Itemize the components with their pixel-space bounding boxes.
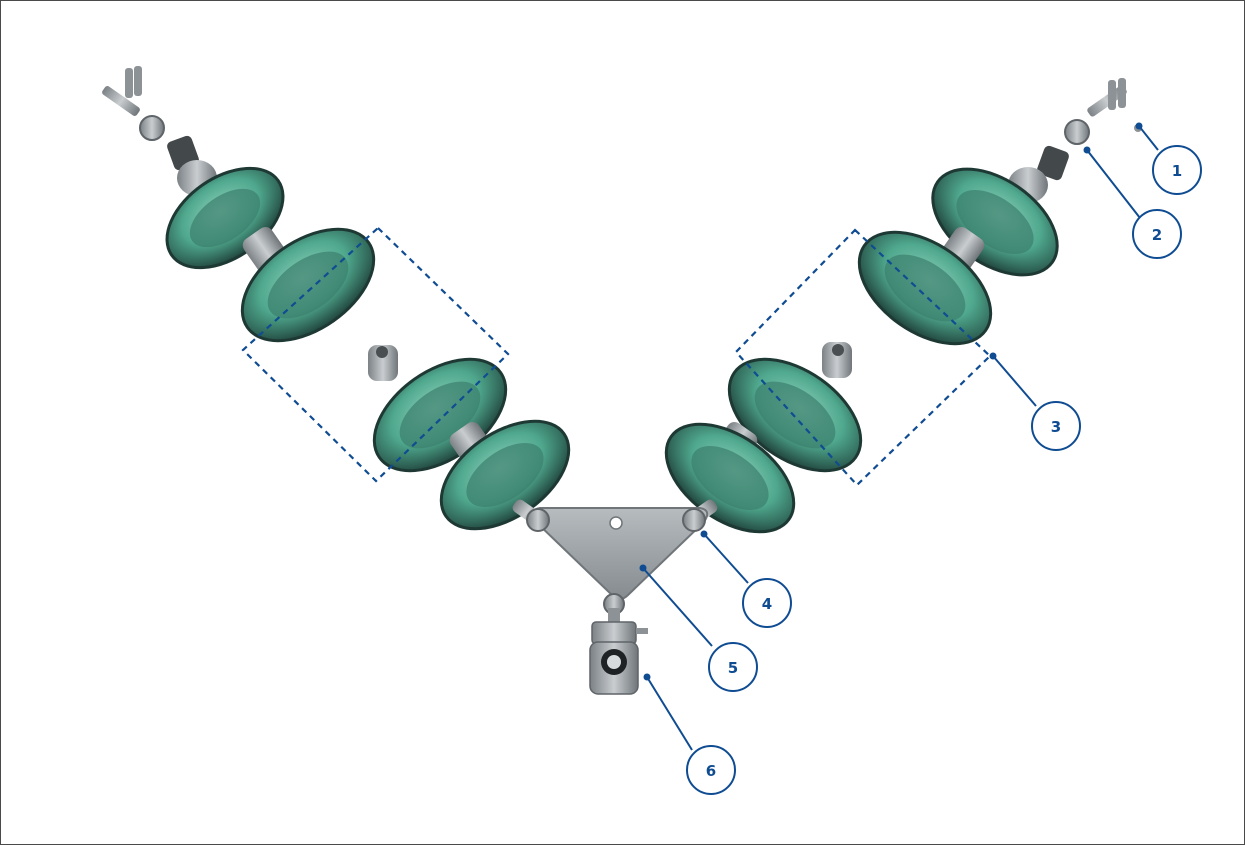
left-insulator-string [102,66,571,531]
dashed-highlight-right [734,228,992,487]
right-top-clevis [1037,78,1142,181]
callout-1-label: 1 [1172,162,1182,180]
yoke-plate [526,507,709,600]
callout-3-label: 3 [1051,418,1061,436]
left-disc-2 [240,227,376,343]
callout-4: 4 [742,578,792,628]
callout-6: 6 [686,745,736,795]
callout-1: 1 [1152,145,1202,195]
callout-3: 3 [1031,401,1081,451]
right-insulator-string [664,78,1142,534]
callout-2: 2 [1132,209,1182,259]
callout-2-label: 2 [1152,226,1162,244]
callout-4-label: 4 [762,595,772,613]
callout-leaders [639,122,1159,751]
suspension-clamp [589,593,648,695]
right-disc-3 [727,357,863,473]
callout-6-label: 6 [706,762,716,780]
callout-5: 5 [708,642,758,692]
dashed-highlight-left [241,226,510,483]
right-disc-2 [857,230,993,346]
callout-5-label: 5 [728,659,738,677]
left-disc-4 [439,419,571,531]
left-top-clevis [102,66,199,171]
